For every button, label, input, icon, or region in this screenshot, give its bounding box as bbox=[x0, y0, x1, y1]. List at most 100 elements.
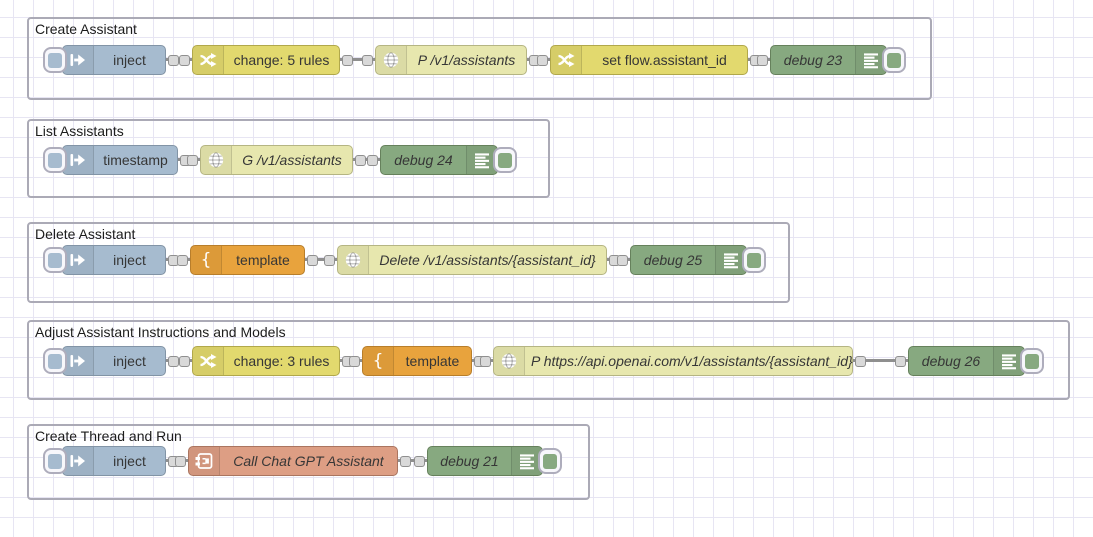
shuffle-icon bbox=[551, 46, 582, 74]
output-port[interactable] bbox=[168, 55, 179, 66]
curly-brace-icon: { bbox=[191, 246, 222, 274]
node-debug[interactable]: debug 26 bbox=[895, 346, 1044, 376]
output-port[interactable] bbox=[400, 456, 411, 467]
debug-toggle-button[interactable] bbox=[742, 247, 766, 273]
node-inject[interactable]: inject bbox=[43, 45, 179, 75]
flow-group[interactable]: Create Thread and Run bbox=[27, 424, 590, 500]
input-port[interactable] bbox=[414, 456, 425, 467]
output-port[interactable] bbox=[168, 356, 179, 367]
inject-arrow-icon bbox=[63, 447, 94, 475]
debug-output-icon bbox=[993, 347, 1024, 375]
output-port[interactable] bbox=[307, 255, 318, 266]
debug-output-icon bbox=[715, 246, 746, 274]
node-label: debug 24 bbox=[394, 152, 453, 168]
node-http-request[interactable]: P https://api.openai.com/v1/assistants/{… bbox=[480, 346, 866, 376]
inject-arrow-icon bbox=[63, 146, 94, 174]
node-http-request[interactable]: P /v1/assistants bbox=[362, 45, 540, 75]
node-template[interactable]: {template bbox=[177, 245, 318, 275]
node-subflow[interactable]: Call Chat GPT Assistant bbox=[175, 446, 411, 476]
flow-group[interactable]: Adjust Assistant Instructions and Models bbox=[27, 320, 1070, 400]
input-port[interactable] bbox=[895, 356, 906, 367]
node-label: change: 3 rules bbox=[233, 353, 330, 369]
node-http-request[interactable]: Delete /v1/assistants/{assistant_id} bbox=[324, 245, 620, 275]
debug-toggle-button[interactable] bbox=[882, 47, 906, 73]
inject-arrow-icon bbox=[63, 246, 94, 274]
node-label: Call Chat GPT Assistant bbox=[233, 453, 384, 469]
input-port[interactable] bbox=[177, 255, 188, 266]
debug-toggle-button[interactable] bbox=[1020, 348, 1044, 374]
flow-group[interactable]: Delete Assistant bbox=[27, 222, 790, 303]
node-debug[interactable]: debug 24 bbox=[367, 145, 517, 175]
node-debug[interactable]: debug 23 bbox=[757, 45, 906, 75]
node-change[interactable]: set flow.assistant_id bbox=[537, 45, 761, 75]
debug-toggle-button[interactable] bbox=[493, 147, 517, 173]
inject-button[interactable] bbox=[43, 348, 67, 374]
button-fill bbox=[543, 453, 557, 469]
inject-button[interactable] bbox=[43, 247, 67, 273]
input-port[interactable] bbox=[179, 55, 190, 66]
flow-group[interactable]: Create Assistant bbox=[27, 17, 932, 100]
node-label: debug 25 bbox=[643, 252, 703, 268]
node-label: template bbox=[405, 353, 460, 369]
globe-icon bbox=[376, 46, 407, 74]
svg-text:{: { bbox=[201, 250, 212, 270]
flow-group[interactable]: List Assistants bbox=[27, 119, 550, 198]
node-inject[interactable]: inject bbox=[43, 245, 179, 275]
node-label: debug 23 bbox=[783, 52, 843, 68]
debug-output-icon bbox=[466, 146, 497, 174]
button-fill bbox=[498, 152, 512, 168]
input-port[interactable] bbox=[324, 255, 335, 266]
node-http-request[interactable]: G /v1/assistants bbox=[187, 145, 366, 175]
node-inject[interactable]: inject bbox=[43, 346, 179, 376]
node-label: set flow.assistant_id bbox=[602, 52, 727, 68]
output-port[interactable] bbox=[342, 55, 353, 66]
inject-button[interactable] bbox=[43, 147, 67, 173]
input-port[interactable] bbox=[179, 356, 190, 367]
node-label: timestamp bbox=[103, 152, 168, 168]
inject-arrow-icon bbox=[63, 46, 94, 74]
output-port[interactable] bbox=[355, 155, 366, 166]
globe-icon bbox=[201, 146, 232, 174]
input-port[interactable] bbox=[617, 255, 628, 266]
button-fill bbox=[48, 252, 62, 268]
input-port[interactable] bbox=[537, 55, 548, 66]
input-port[interactable] bbox=[757, 55, 768, 66]
node-debug[interactable]: debug 21 bbox=[414, 446, 562, 476]
node-template[interactable]: {template bbox=[349, 346, 485, 376]
wire[interactable] bbox=[340, 58, 375, 61]
input-port[interactable] bbox=[480, 356, 491, 367]
input-port[interactable] bbox=[362, 55, 373, 66]
group-label: Delete Assistant bbox=[35, 226, 136, 242]
input-port[interactable] bbox=[367, 155, 378, 166]
node-debug[interactable]: debug 25 bbox=[617, 245, 766, 275]
output-port[interactable] bbox=[855, 356, 866, 367]
inject-button[interactable] bbox=[43, 448, 67, 474]
group-label: Create Thread and Run bbox=[35, 428, 182, 444]
subflow-icon bbox=[189, 447, 220, 475]
node-change[interactable]: change: 5 rules bbox=[179, 45, 353, 75]
node-label: inject bbox=[113, 52, 146, 68]
node-label: inject bbox=[113, 353, 146, 369]
node-label: debug 26 bbox=[921, 353, 981, 369]
wire[interactable] bbox=[305, 258, 337, 261]
node-change[interactable]: change: 3 rules bbox=[179, 346, 353, 376]
input-port[interactable] bbox=[187, 155, 198, 166]
node-label: inject bbox=[113, 252, 146, 268]
wire[interactable] bbox=[353, 158, 380, 161]
node-label: debug 21 bbox=[440, 453, 499, 469]
debug-toggle-button[interactable] bbox=[538, 448, 562, 474]
node-label: inject bbox=[113, 453, 146, 469]
button-fill bbox=[747, 252, 761, 268]
shuffle-icon bbox=[193, 347, 224, 375]
input-port[interactable] bbox=[175, 456, 186, 467]
input-port[interactable] bbox=[349, 356, 360, 367]
wire[interactable] bbox=[853, 359, 908, 362]
node-inject[interactable]: timestamp bbox=[43, 145, 191, 175]
group-label: List Assistants bbox=[35, 123, 124, 139]
inject-button[interactable] bbox=[43, 47, 67, 73]
inject-arrow-icon bbox=[63, 347, 94, 375]
node-inject[interactable]: inject bbox=[43, 446, 179, 476]
globe-icon bbox=[338, 246, 369, 274]
wire[interactable] bbox=[398, 459, 427, 462]
